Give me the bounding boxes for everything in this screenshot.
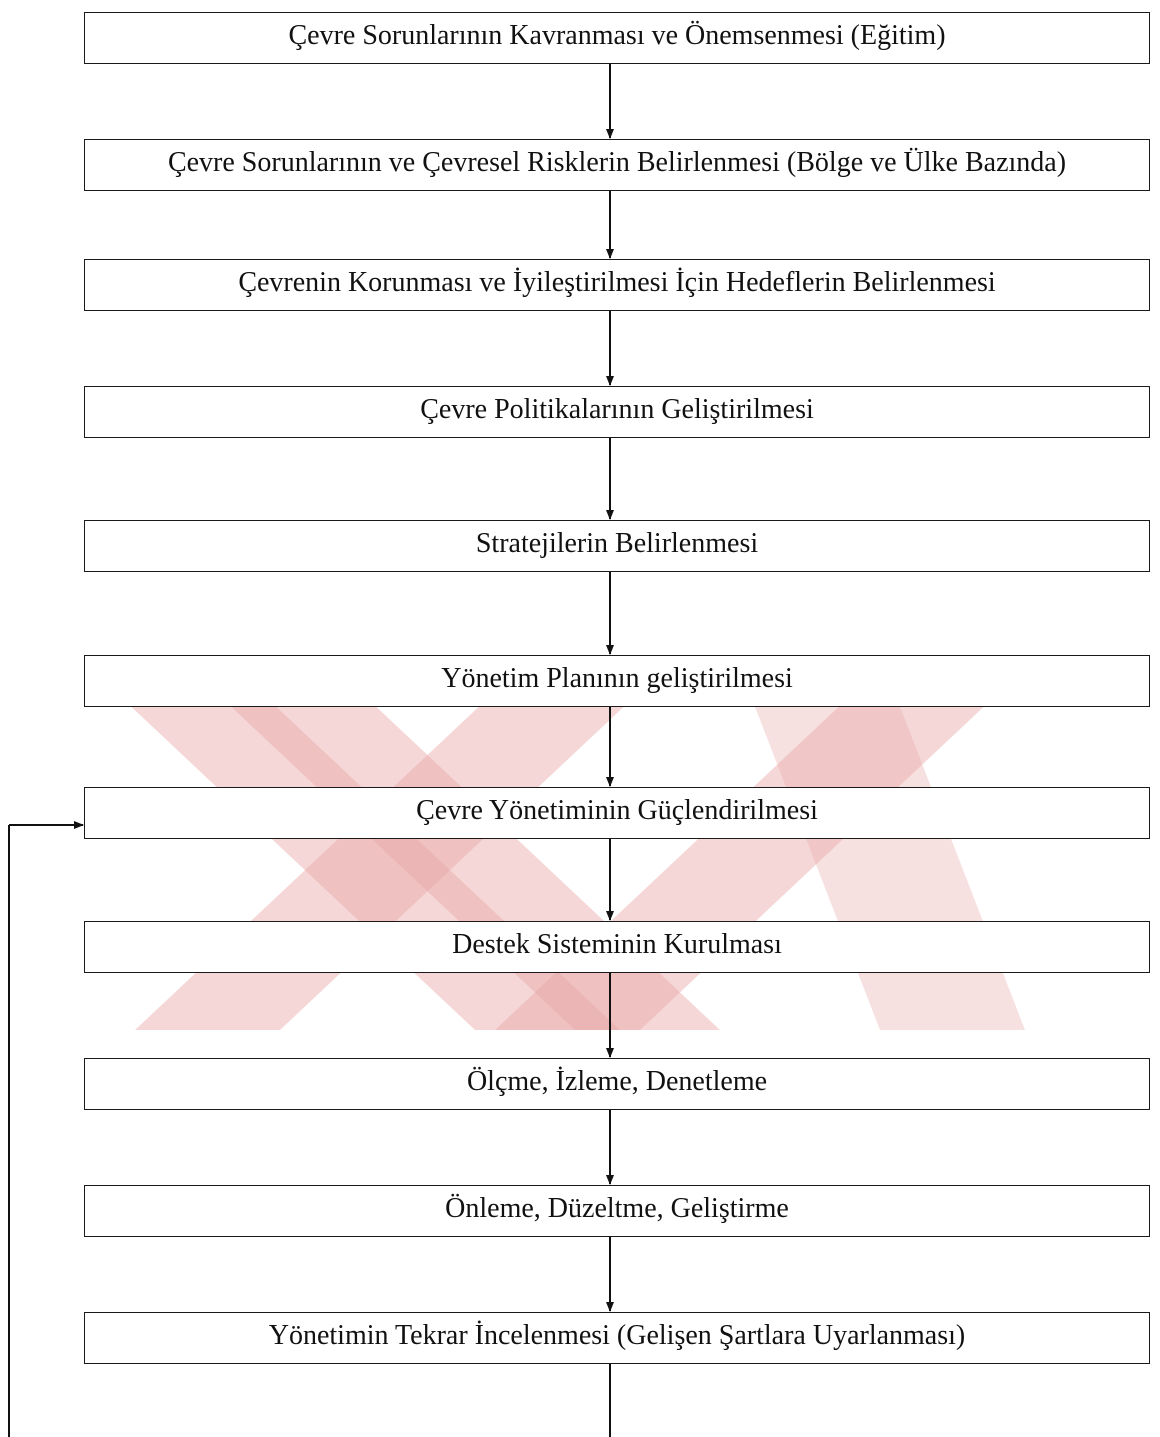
process-step-4: Çevre Politikalarının Geliştirilmesi xyxy=(84,386,1150,438)
process-step-8: Destek Sisteminin Kurulması xyxy=(84,921,1150,973)
process-step-label: Çevre Sorunlarının Kavranması ve Önemsen… xyxy=(288,20,946,51)
process-step-label: Çevrenin Korunması ve İyileştirilmesi İç… xyxy=(238,267,996,298)
process-step-label: Çevre Yönetiminin Güçlendirilmesi xyxy=(416,795,818,826)
process-step-label: Çevre Sorunlarının ve Çevresel Risklerin… xyxy=(167,147,1067,178)
process-step-9: Ölçme, İzleme, Denetleme xyxy=(84,1058,1150,1110)
process-step-3: Çevrenin Korunması ve İyileştirilmesi İç… xyxy=(84,259,1150,311)
process-step-1: Çevre Sorunlarının Kavranması ve Önemsen… xyxy=(84,12,1150,64)
process-step-7: Çevre Yönetiminin Güçlendirilmesi xyxy=(84,787,1150,839)
process-step-label: Destek Sisteminin Kurulması xyxy=(452,929,782,960)
process-step-2: Çevre Sorunlarının ve Çevresel Risklerin… xyxy=(84,139,1150,191)
process-step-11: Yönetimin Tekrar İncelenmesi (Gelişen Şa… xyxy=(84,1312,1150,1364)
process-step-label: Yönetim Planının geliştirilmesi xyxy=(441,663,793,694)
process-step-label: Ölçme, İzleme, Denetleme xyxy=(466,1066,768,1097)
process-step-label: Çevre Politikalarının Geliştirilmesi xyxy=(420,394,814,425)
process-step-6: Yönetim Planının geliştirilmesi xyxy=(84,655,1150,707)
process-step-label: Stratejilerin Belirlenmesi xyxy=(475,528,759,559)
process-step-5: Stratejilerin Belirlenmesi xyxy=(84,520,1150,572)
process-step-10: Önleme, Düzeltme, Geliştirme xyxy=(84,1185,1150,1237)
process-step-label: Yönetimin Tekrar İncelenmesi (Gelişen Şa… xyxy=(268,1320,966,1351)
process-step-label: Önleme, Düzeltme, Geliştirme xyxy=(445,1193,789,1224)
